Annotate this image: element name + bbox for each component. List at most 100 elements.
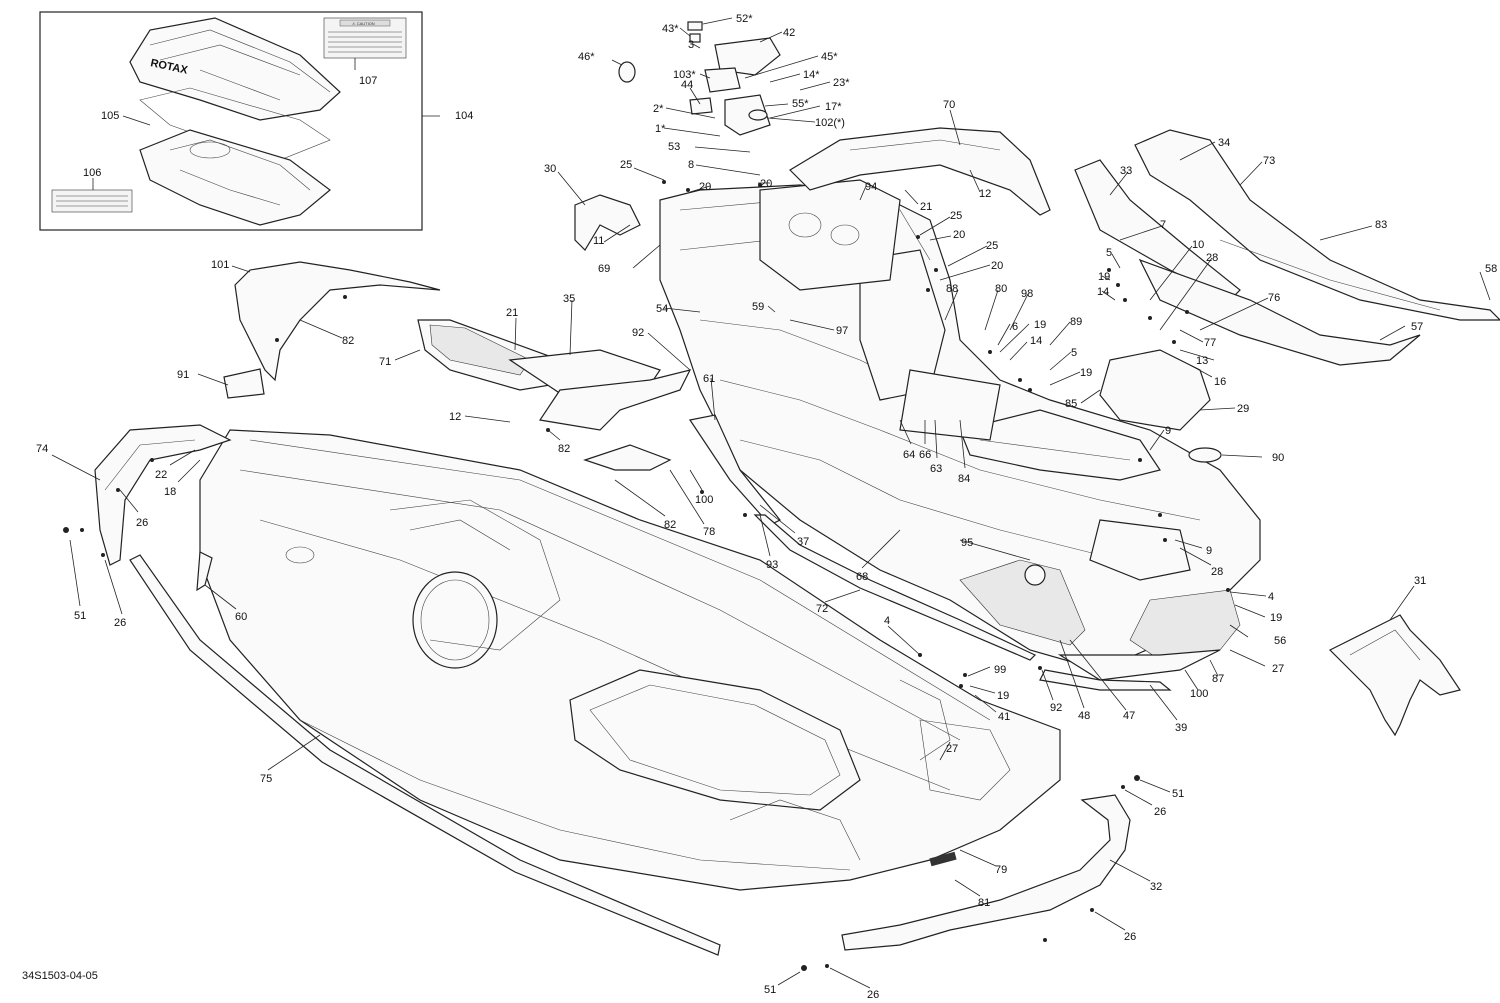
callout-c19b: 19 bbox=[1034, 319, 1046, 331]
callout-c44: 44 bbox=[681, 79, 693, 91]
callout-c60: 60 bbox=[235, 611, 247, 623]
callout-c104: 104 bbox=[455, 110, 473, 122]
callout-c95: 95 bbox=[961, 537, 973, 549]
callout-c64: 64 bbox=[903, 449, 915, 461]
callout-c100a: 100 bbox=[695, 494, 713, 506]
bracket-44 bbox=[689, 97, 713, 115]
callout-c7: 7 bbox=[1160, 219, 1166, 231]
callout-c79: 79 bbox=[995, 864, 1007, 876]
callout-c105: 105 bbox=[101, 110, 119, 122]
leader-lines bbox=[51, 17, 1491, 989]
callout-c29: 29 bbox=[1237, 403, 1249, 415]
callout-c3: 3 bbox=[688, 39, 694, 51]
callout-c102: 102(*) bbox=[815, 117, 845, 129]
callout-c9a: 9 bbox=[1165, 425, 1171, 437]
callout-c99: 99 bbox=[994, 664, 1006, 676]
hull bbox=[199, 429, 1061, 891]
callout-c46: 46* bbox=[578, 51, 595, 63]
callout-c78: 78 bbox=[703, 526, 715, 538]
callout-c82c: 82 bbox=[664, 519, 676, 531]
callout-c26d: 26 bbox=[1124, 931, 1136, 943]
callout-c83: 83 bbox=[1375, 219, 1387, 231]
ring-90 bbox=[1188, 447, 1222, 463]
rear-bumper-32 bbox=[841, 794, 1131, 951]
callout-c4b: 4 bbox=[884, 615, 890, 627]
callout-c12a: 12 bbox=[979, 188, 991, 200]
callout-c107: 107 bbox=[359, 75, 377, 87]
rub-strip-75 bbox=[129, 554, 721, 956]
callout-c20b: 20 bbox=[760, 178, 772, 190]
callout-c1: 1* bbox=[655, 123, 666, 135]
strip-72 bbox=[753, 514, 1037, 661]
callout-c92b: 92 bbox=[1050, 702, 1062, 714]
callout-c54: 54 bbox=[656, 303, 668, 315]
callout-c51b: 51 bbox=[1172, 788, 1184, 800]
callout-c13: 13 bbox=[1196, 355, 1208, 367]
clip-43 bbox=[689, 33, 701, 43]
callout-c8: 8 bbox=[688, 159, 694, 171]
deck-cover-70 bbox=[789, 127, 1051, 216]
callout-c19c: 19 bbox=[1080, 367, 1092, 379]
callout-c88: 88 bbox=[946, 283, 958, 295]
callout-c47: 47 bbox=[1123, 710, 1135, 722]
callout-c31: 31 bbox=[1414, 575, 1426, 587]
callout-c103: 103* bbox=[673, 69, 696, 81]
callout-c19d: 19 bbox=[1270, 612, 1282, 624]
callout-c91: 91 bbox=[177, 369, 189, 381]
rear-grill-48 bbox=[959, 559, 1086, 646]
callout-c35: 35 bbox=[563, 293, 575, 305]
callout-c85: 85 bbox=[1065, 398, 1077, 410]
callout-c101: 101 bbox=[211, 259, 229, 271]
callout-c12b: 12 bbox=[449, 411, 461, 423]
callout-c53: 53 bbox=[668, 141, 680, 153]
strip-37 bbox=[689, 414, 781, 526]
callout-c37: 37 bbox=[797, 536, 809, 548]
callout-c14c: 14 bbox=[1030, 335, 1042, 347]
upper-deck bbox=[659, 179, 1261, 671]
callout-c81: 81 bbox=[978, 897, 990, 909]
side-cover-101 bbox=[234, 261, 441, 382]
callout-c27a: 27 bbox=[1272, 663, 1284, 675]
callout-c5a: 5 bbox=[1106, 247, 1112, 259]
callout-c73: 73 bbox=[1263, 155, 1275, 167]
callout-c57: 57 bbox=[1411, 321, 1423, 333]
strip-78 bbox=[583, 444, 672, 471]
callout-c19e: 19 bbox=[997, 690, 1009, 702]
callout-c59: 59 bbox=[752, 301, 764, 313]
callout-c33: 33 bbox=[1120, 165, 1132, 177]
callout-c51c: 51 bbox=[764, 984, 776, 996]
callout-c28b: 28 bbox=[1211, 566, 1223, 578]
callout-c2: 2* bbox=[653, 103, 664, 115]
callout-c68: 68 bbox=[856, 571, 868, 583]
callout-c26c: 26 bbox=[1154, 806, 1166, 818]
callout-c26b: 26 bbox=[114, 617, 126, 629]
callout-c19a: 19 bbox=[1098, 271, 1110, 283]
callout-c9b: 9 bbox=[1206, 545, 1212, 557]
bracket-31 bbox=[1328, 614, 1461, 737]
callout-c97: 97 bbox=[836, 325, 848, 337]
callout-c27b: 27 bbox=[946, 743, 958, 755]
panel-92 bbox=[538, 369, 692, 431]
lock-55 bbox=[724, 94, 771, 136]
callout-c71: 71 bbox=[379, 356, 391, 368]
callout-c28a: 28 bbox=[1206, 252, 1218, 264]
callout-c23: 23* bbox=[833, 77, 850, 89]
callout-c51a: 51 bbox=[74, 610, 86, 622]
callout-c70: 70 bbox=[943, 99, 955, 111]
callout-c58: 58 bbox=[1485, 263, 1497, 275]
handle-30 bbox=[574, 194, 641, 251]
callout-c94: 94 bbox=[865, 181, 877, 193]
callout-c55: 55* bbox=[792, 98, 809, 110]
callout-c4a: 4 bbox=[1268, 591, 1274, 603]
callout-c26a: 26 bbox=[136, 517, 148, 529]
callout-c66: 66 bbox=[919, 449, 931, 461]
latch-103 bbox=[704, 67, 741, 93]
callout-c77: 77 bbox=[1204, 337, 1216, 349]
boarding-ladder-29 bbox=[1099, 349, 1211, 431]
callout-c56: 56 bbox=[1274, 635, 1286, 647]
caution-label-text: ⚠ CAUTION bbox=[352, 21, 375, 26]
ring-102 bbox=[748, 109, 768, 121]
